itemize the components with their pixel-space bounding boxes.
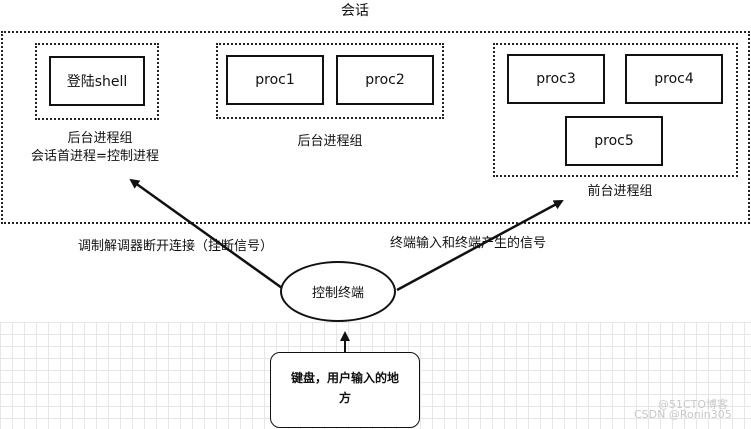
proc5-box: proc5 [565,116,663,166]
keyboard-label-line1: 键盘，用户输入的地 [290,371,399,385]
login-group-caption: 后台进程组 [67,131,133,146]
foreground-group-boundary [493,43,738,177]
controlling-terminal-ellipse: 控制终端 [280,261,396,322]
arrow-terminal-to-foreground-group [396,199,564,292]
proc2-box: proc2 [336,55,434,105]
background-group-caption: 后台进程组 [297,134,363,149]
proc4-box: proc4 [625,54,723,104]
terminal-signal-label: 终端输入和终端产生的信号 [390,236,547,251]
foreground-group-caption: 前台进程组 [587,184,653,199]
controlling-process-caption: 会话首进程=控制进程 [31,149,159,164]
keyboard-input-box: 键盘，用户输入的地 方 [270,352,420,428]
session-title: 会话 [341,3,369,19]
login-shell-box: 登陆shell [49,56,145,106]
session-boundary [1,31,750,224]
login-group-boundary [35,43,159,120]
proc1-box: proc1 [226,55,324,105]
background-group-boundary [216,43,444,119]
watermark-site: @51CTO博客 [658,398,729,411]
proc3-box: proc3 [507,54,605,104]
hangup-signal-label: 调制解调器断开连接（挂断信号） [78,239,274,254]
keyboard-label-line2: 方 [338,391,351,405]
watermark-author: CSDN @Ronin305 [634,408,732,421]
arrow-terminal-to-controlling-process [129,178,283,290]
